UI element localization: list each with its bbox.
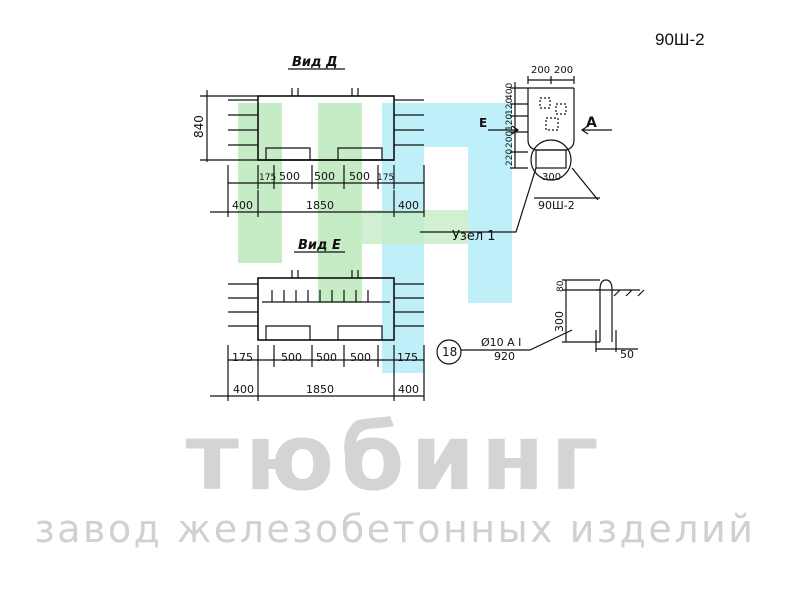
view-d-mid: 1850	[306, 199, 334, 212]
watermark-subtitle: завод железобетонных изделий	[34, 507, 756, 551]
view-e-title: Вид Е	[298, 238, 341, 253]
bar-h1: 80	[556, 280, 566, 292]
bar-length: 920	[494, 350, 515, 363]
bar-number: 18	[442, 345, 457, 359]
view-e-seg4: 500	[350, 351, 371, 364]
section-view	[420, 76, 612, 233]
view-d-right: 400	[398, 199, 419, 212]
logo-watermark	[238, 103, 512, 373]
section-dim-4: 200	[505, 131, 515, 148]
section-dim-1: 400	[505, 83, 515, 100]
view-e: Вид Е	[210, 238, 425, 401]
watermark-title: тюбинг	[185, 404, 605, 511]
view-d-height-dim: 840	[192, 115, 206, 138]
view-d-seg4: 500	[349, 170, 370, 183]
arrow-a-label: А	[586, 115, 597, 131]
view-d-seg3: 500	[314, 170, 335, 183]
view-d-title: Вид Д	[292, 55, 338, 70]
section-width-dim: 300	[542, 172, 561, 183]
logo-cyan-right	[468, 103, 512, 303]
view-e-left: 400	[233, 383, 254, 396]
view-e-seg1: 175	[232, 351, 253, 364]
section-dim-5: 220	[505, 149, 515, 166]
logo-green-bar-mid	[318, 103, 362, 303]
view-e-right: 400	[398, 383, 419, 396]
view-e-seg5: 175	[397, 351, 418, 364]
bar-spec: Ø10 A I	[481, 336, 521, 349]
view-e-seg2: 500	[281, 351, 302, 364]
bar-detail	[436, 279, 645, 365]
view-d-seg5: 175	[377, 173, 394, 183]
section-dim-3: 120	[505, 114, 515, 131]
section-dim-2: 120	[505, 98, 515, 115]
section-top-dim-2: 200	[554, 65, 573, 76]
document-code: 90Ш-2	[655, 30, 705, 49]
view-d-left: 400	[232, 199, 253, 212]
arrow-e-label: Е	[479, 116, 487, 130]
bar-h2: 300	[553, 311, 566, 332]
node-label: Узел 1	[452, 229, 496, 244]
view-d-seg1: 175	[259, 173, 276, 183]
view-d: Вид Д 840	[192, 55, 425, 217]
section-top-dim-1: 200	[531, 65, 550, 76]
view-d-seg2: 500	[279, 170, 300, 183]
view-e-seg3: 500	[316, 351, 337, 364]
logo-green-cross	[318, 210, 468, 244]
section-label: 90Ш-2	[538, 199, 575, 212]
view-e-mid: 1850	[306, 383, 334, 396]
bar-hook: 50	[620, 348, 634, 361]
